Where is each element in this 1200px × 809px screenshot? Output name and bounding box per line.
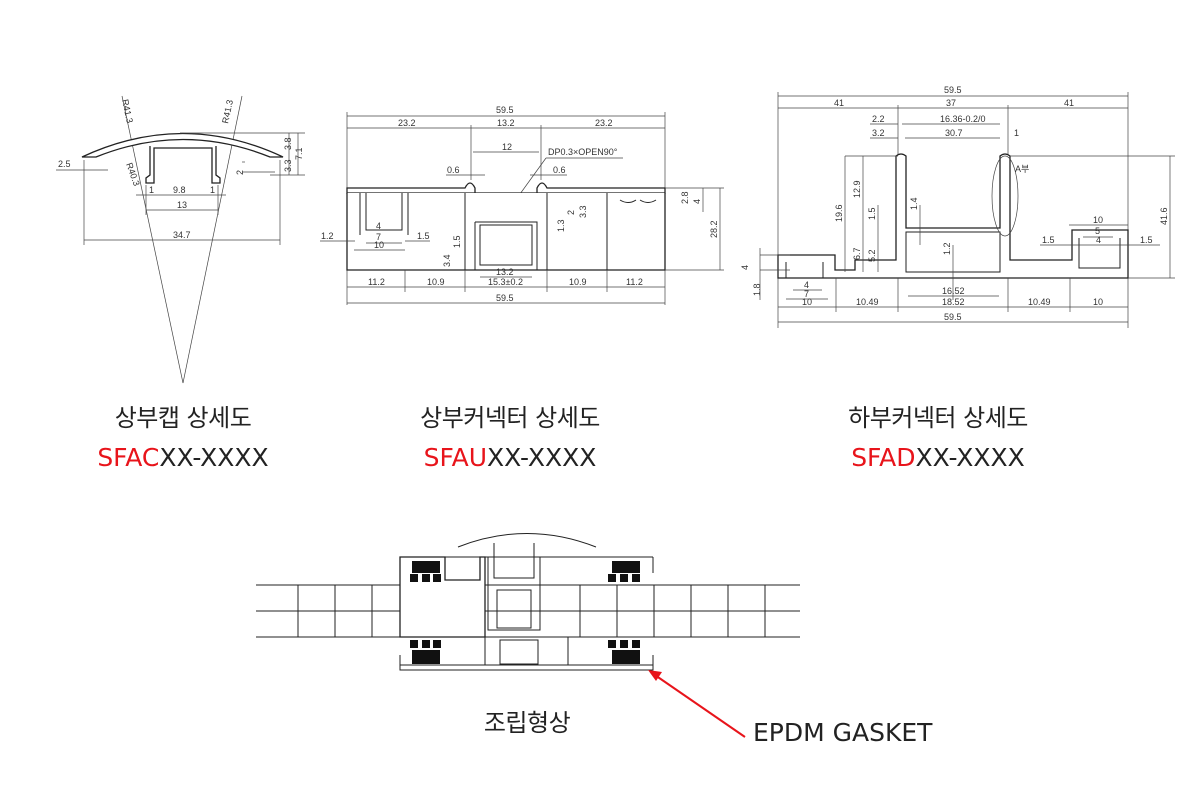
- dim-label: 5.2: [867, 249, 877, 262]
- dim-label: 2: [566, 210, 576, 215]
- dim-label: 7.1: [294, 147, 304, 160]
- dim-label: 1.2: [942, 242, 952, 255]
- dim-label: 59.5: [944, 85, 962, 95]
- dim-label: R41.3: [120, 98, 135, 124]
- dim-label: 30.7: [945, 128, 963, 138]
- dim-label: 59.5: [496, 293, 514, 303]
- upper-connector-code-suffix: XX-XXXX: [487, 443, 597, 472]
- dim-label: 1.5: [867, 207, 877, 220]
- dim-label: 41: [834, 98, 844, 108]
- dim-label: 3.3: [578, 205, 588, 218]
- dim-label: 1.3: [556, 219, 566, 232]
- epdm-gasket-shapes: [410, 561, 640, 664]
- assembly-title: 조립형상: [483, 709, 571, 737]
- dim-label: 0.6: [447, 165, 460, 175]
- lower-connector-title: 하부커넥터 상세도: [848, 404, 1028, 432]
- assembly-drawing: [256, 533, 800, 738]
- dim-label: 1.5: [417, 231, 430, 241]
- dim-label: 0.6: [553, 165, 566, 175]
- lower-connector-code-prefix: SFAD: [851, 443, 916, 472]
- dim-label: 1.8: [752, 283, 762, 296]
- dim-label: R40.3: [124, 161, 142, 187]
- upper-connector-drawing: 59.5 23.2 13.2 23.2 12 DP0.3×OPEN90° 0.6…: [320, 105, 724, 305]
- dim-label: 1: [210, 185, 215, 195]
- dim-label: 5: [1095, 226, 1100, 236]
- dim-label: 13.2: [496, 267, 514, 277]
- dim-label: 10: [802, 297, 812, 307]
- dim-label: 10: [374, 240, 384, 250]
- dim-label: 16.52: [942, 286, 965, 296]
- dim-label: 7: [804, 289, 809, 299]
- dim-label: 10.9: [427, 277, 445, 287]
- dim-label: 12.9: [852, 180, 862, 198]
- dim-label: 1.5: [1042, 235, 1055, 245]
- dim-label: 6.7: [852, 247, 862, 260]
- dim-label: 12: [502, 142, 512, 152]
- dim-label: 15.3±0.2: [488, 277, 523, 287]
- dim-label: 2.5: [58, 159, 71, 169]
- dim-label: 37: [946, 98, 956, 108]
- lower-connector-code: SFADXX-XXXX: [788, 443, 1088, 472]
- dim-label: 1: [1014, 128, 1019, 138]
- dim-label: 1.4: [909, 197, 919, 210]
- dim-label: 13: [177, 200, 187, 210]
- dim-label: 4: [740, 265, 750, 270]
- dim-label: 11.2: [626, 277, 643, 287]
- dim-label: 10.9: [569, 277, 587, 287]
- dim-label: 10: [1093, 215, 1103, 225]
- dim-label: 10.49: [1028, 297, 1051, 307]
- upper-connector-code-prefix: SFAU: [423, 443, 488, 472]
- dim-label: 34.7: [173, 230, 191, 240]
- dim-label: 13.2: [497, 118, 515, 128]
- epdm-gasket-label: EPDM GASKET: [753, 718, 933, 747]
- dim-label: 23.2: [398, 118, 416, 128]
- dim-label: 18.52: [942, 297, 965, 307]
- dim-label: R41.3: [220, 99, 235, 125]
- dim-label: 2.2: [872, 114, 885, 124]
- dim-label: 9.8: [173, 185, 186, 195]
- dim-label: 59.5: [496, 105, 514, 115]
- dim-label: 1: [149, 185, 154, 195]
- dim-label: 11.2: [368, 277, 385, 287]
- lower-connector-code-suffix: XX-XXXX: [915, 443, 1025, 472]
- lower-connector-drawing: A부 59.5 41 37 41 2.2 16.36-0.2/0 3.2 30.…: [740, 85, 1175, 328]
- dim-label: 28.2: [709, 220, 719, 238]
- dim-label: 1.5: [452, 235, 462, 248]
- dim-label: 1.2: [321, 231, 334, 241]
- upper-connector-title: 상부커넥터 상세도: [420, 404, 600, 432]
- cap-title: 상부캡 상세도: [114, 404, 252, 432]
- dim-label: 2: [235, 170, 245, 175]
- dim-label: 2.8: [680, 191, 690, 204]
- dim-label: 7: [376, 232, 381, 242]
- dim-label: 10: [1093, 297, 1103, 307]
- dim-label: 4: [692, 199, 702, 204]
- dim-label: 10.49: [856, 297, 879, 307]
- dim-label: 1.5: [1140, 235, 1153, 245]
- dim-label: 41: [1064, 98, 1074, 108]
- callout-arrow: [648, 670, 746, 738]
- dim-label: 3.4: [442, 254, 452, 267]
- dim-label: 19.6: [834, 204, 844, 222]
- dim-label: 23.2: [595, 118, 613, 128]
- cap-code-suffix: XX-XXXX: [159, 443, 269, 472]
- dim-label: 16.36-0.2/0: [940, 114, 986, 124]
- cap-drawing: R41.3 R41.3 R40.3 2.5 9.8 1 1 13 34.7 3.…: [56, 95, 305, 384]
- dim-label: 3.3: [283, 159, 293, 172]
- dim-label: 3.8: [283, 137, 293, 150]
- detail-mark: A부: [1015, 164, 1029, 174]
- note-label: DP0.3×OPEN90°: [548, 147, 618, 157]
- dim-label: 59.5: [944, 312, 962, 322]
- dim-label: 3.2: [872, 128, 885, 138]
- cap-code-prefix: SFAC: [97, 443, 160, 472]
- dim-label: 4: [376, 221, 381, 231]
- dim-label: 4: [1096, 235, 1101, 245]
- cap-code: SFACXX-XXXX: [33, 443, 333, 472]
- dim-label: 4: [804, 280, 809, 290]
- dim-label: 41.6: [1159, 207, 1169, 225]
- upper-connector-code: SFAUXX-XXXX: [360, 443, 660, 472]
